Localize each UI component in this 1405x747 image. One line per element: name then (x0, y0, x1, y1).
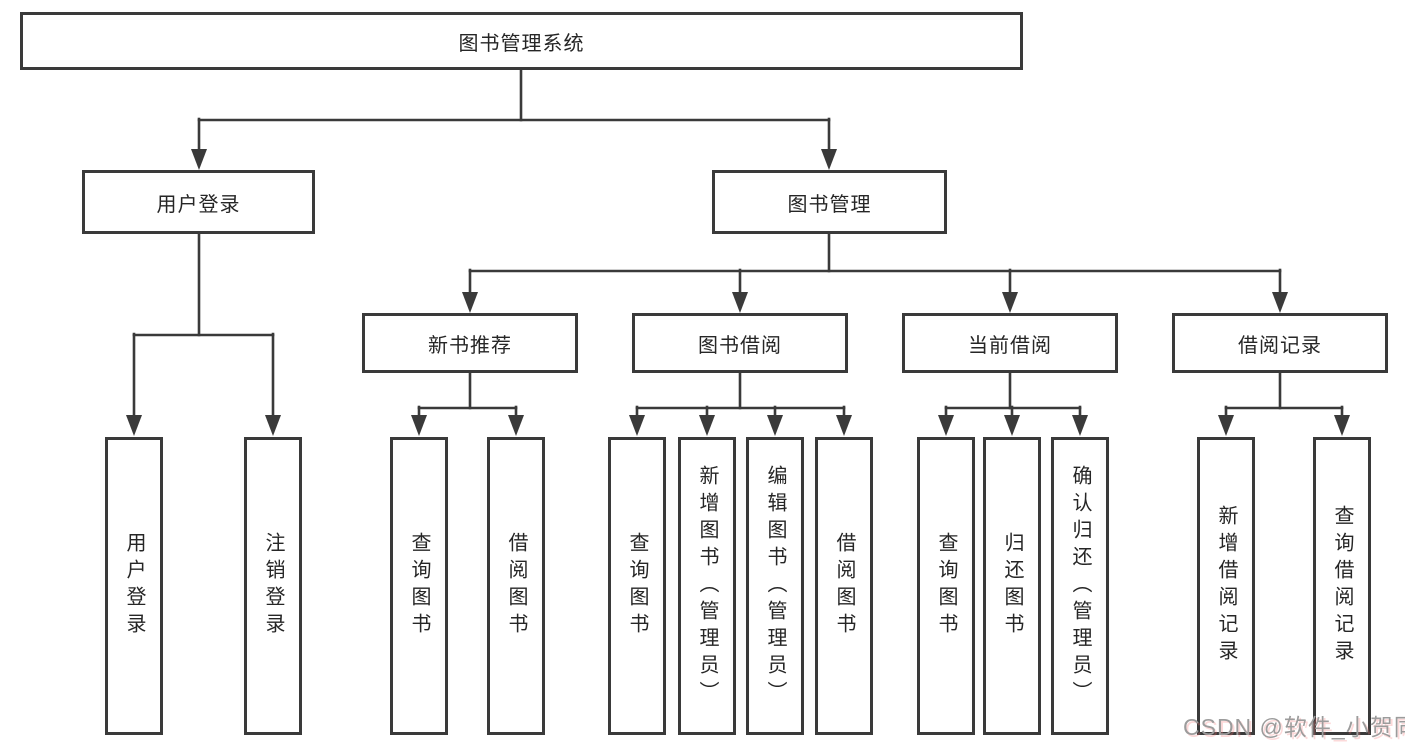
leaf-query-books-recommend: 查询图书 (390, 437, 448, 735)
leaf-edit-book-admin-label: 编辑图书（管理员） (764, 464, 786, 708)
leaf-borrow-books-recommend: 借阅图书 (487, 437, 545, 735)
node-current-borrowing: 当前借阅 (902, 313, 1118, 373)
node-user-login-group: 用户登录 (82, 170, 315, 234)
leaf-query-books-current: 查询图书 (917, 437, 975, 735)
leaf-confirm-return-admin-label: 确认归还（管理员） (1069, 464, 1091, 708)
csdn-watermark: CSDN @软件_小贺同学 (1183, 714, 1405, 740)
leaf-edit-book-admin: 编辑图书（管理员） (746, 437, 804, 735)
node-new-book-recommendation: 新书推荐 (362, 313, 578, 373)
leaf-borrow-books-borrowing-label: 借阅图书 (833, 532, 855, 640)
leaf-confirm-return-admin: 确认归还（管理员） (1051, 437, 1109, 735)
leaf-add-book-admin-label: 新增图书（管理员） (696, 464, 718, 708)
leaf-borrow-books-borrowing: 借阅图书 (815, 437, 873, 735)
leaf-return-books-label: 归还图书 (1001, 532, 1023, 640)
leaf-add-borrow-record: 新增借阅记录 (1197, 437, 1255, 735)
node-borrowing-records: 借阅记录 (1172, 313, 1388, 373)
leaf-query-books-borrowing-label: 查询图书 (626, 532, 648, 640)
leaf-user-login: 用户登录 (105, 437, 163, 735)
node-root-label: 图书管理系统 (458, 32, 585, 55)
node-borrowing-records-label: 借阅记录 (1238, 334, 1322, 357)
node-book-borrowing: 图书借阅 (632, 313, 848, 373)
leaf-query-borrow-record-label: 查询借阅记录 (1331, 505, 1353, 667)
leaf-logout-label: 注销登录 (262, 532, 284, 640)
leaf-borrow-books-recommend-label: 借阅图书 (505, 532, 527, 640)
node-user-login-group-label: 用户登录 (156, 193, 241, 216)
node-new-book-recommendation-label: 新书推荐 (428, 334, 512, 357)
node-current-borrowing-label: 当前借阅 (968, 334, 1052, 357)
node-book-management-label: 图书管理 (787, 193, 872, 216)
node-book-borrowing-label: 图书借阅 (698, 334, 782, 357)
leaf-query-books-borrowing: 查询图书 (608, 437, 666, 735)
node-book-management: 图书管理 (712, 170, 947, 234)
leaf-query-books-recommend-label: 查询图书 (408, 532, 430, 640)
leaf-query-books-current-label: 查询图书 (935, 532, 957, 640)
leaf-logout: 注销登录 (244, 437, 302, 735)
leaf-return-books: 归还图书 (983, 437, 1041, 735)
leaf-add-borrow-record-label: 新增借阅记录 (1215, 505, 1237, 667)
leaf-user-login-label: 用户登录 (123, 532, 145, 640)
leaf-add-book-admin: 新增图书（管理员） (678, 437, 736, 735)
node-root: 图书管理系统 (20, 12, 1023, 70)
leaf-query-borrow-record: 查询借阅记录 (1313, 437, 1371, 735)
